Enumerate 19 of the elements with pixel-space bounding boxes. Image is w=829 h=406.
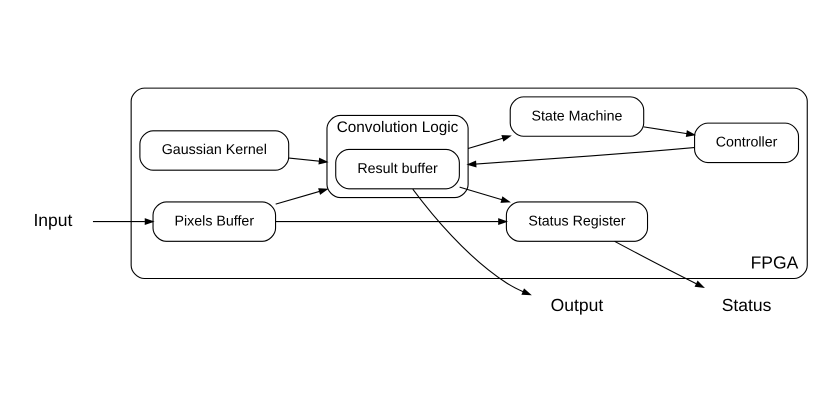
arrow bbox=[412, 188, 532, 296]
node-text: Status bbox=[722, 295, 772, 316]
arrow bbox=[288, 158, 329, 165]
node-box: Pixels Buffer bbox=[152, 201, 276, 242]
arrow bbox=[276, 188, 329, 205]
node-text: Input bbox=[33, 210, 72, 230]
arrow bbox=[276, 218, 508, 226]
node-box: Controller bbox=[694, 122, 800, 164]
node-box: Gaussian Kernel bbox=[139, 130, 290, 171]
node-box: Status Register bbox=[506, 201, 648, 242]
arrow bbox=[466, 147, 694, 168]
arrow bbox=[644, 126, 696, 137]
node-text: Output bbox=[550, 295, 604, 316]
arrow bbox=[459, 186, 511, 203]
node-box: Result buffer bbox=[335, 148, 460, 190]
arrow bbox=[92, 218, 155, 226]
arrow bbox=[468, 135, 512, 150]
node-box: State Machine bbox=[510, 96, 644, 137]
arrow bbox=[614, 240, 705, 288]
